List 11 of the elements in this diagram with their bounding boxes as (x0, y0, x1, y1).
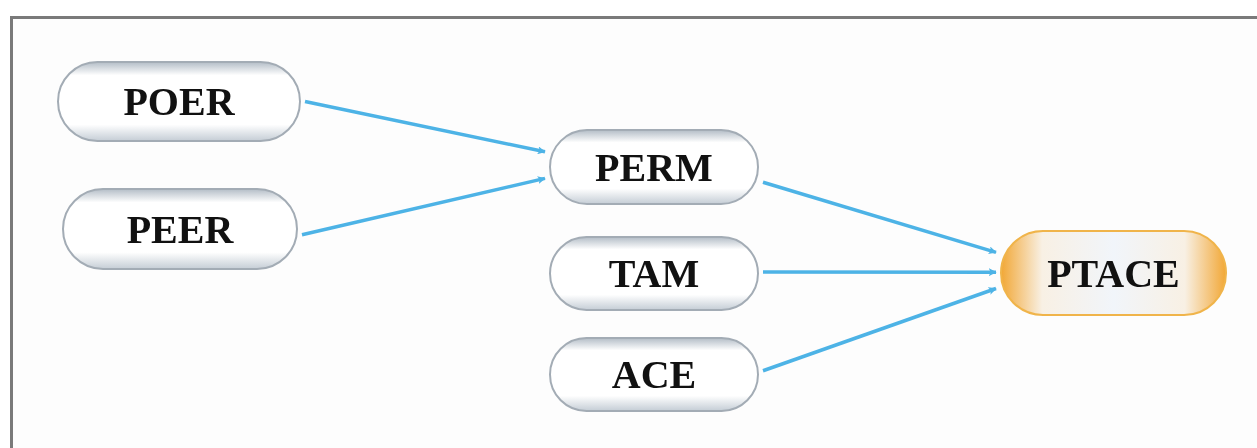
arrow (301, 176, 546, 237)
node-label: PERM (595, 143, 713, 191)
node-label: POER (123, 78, 235, 125)
node-label: PEER (126, 205, 234, 253)
node-label: TAM (608, 250, 700, 297)
node-label: PTACE (1047, 249, 1180, 297)
arrow (762, 286, 997, 373)
node-label: ACE (611, 351, 697, 398)
arrow (762, 180, 997, 255)
arrow (304, 99, 546, 155)
arrow (763, 268, 997, 277)
